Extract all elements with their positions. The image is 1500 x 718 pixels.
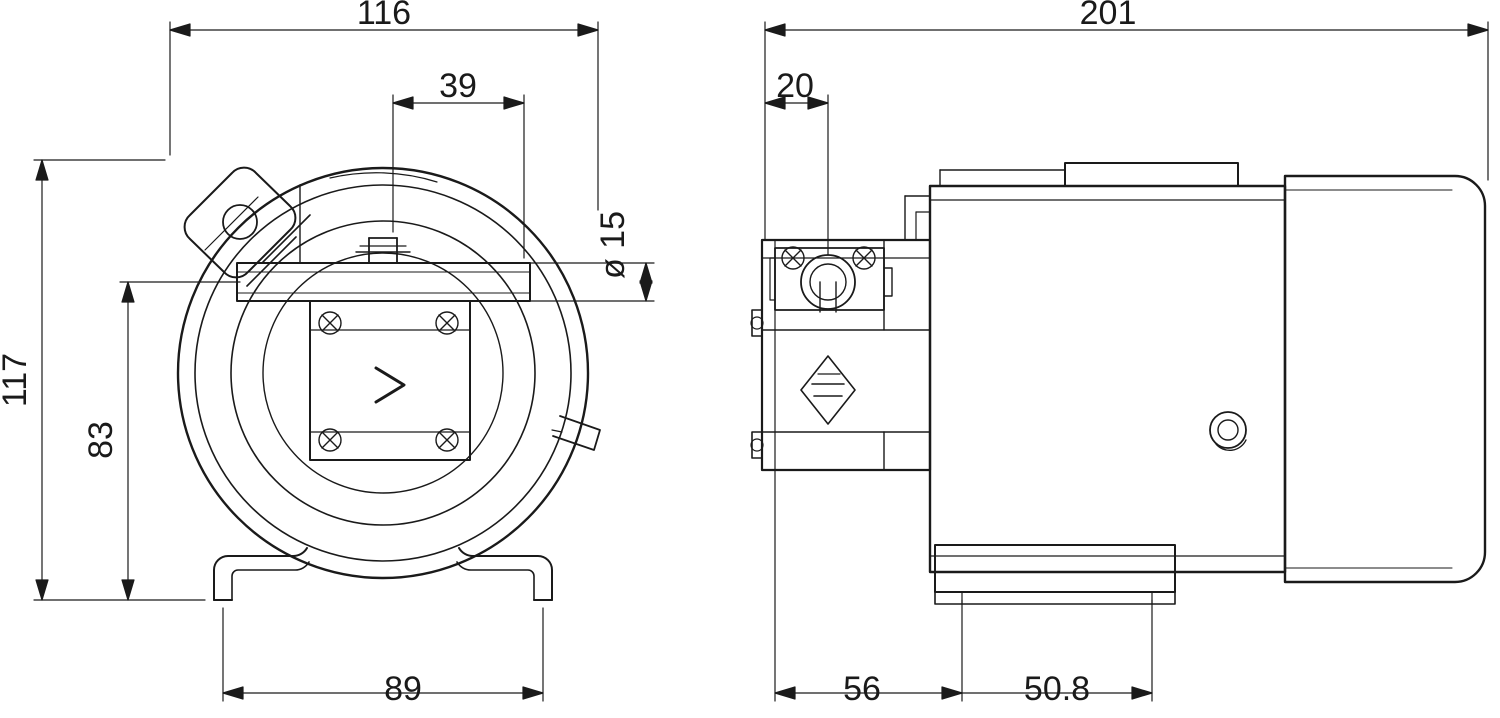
dimension-label-foot-hole-spacing: 50.8 — [1024, 670, 1090, 708]
dimension-label-cover-offset: 20 — [776, 67, 814, 105]
dimension-label-foot-mounting-width: 89 — [384, 670, 422, 708]
dimension-label-overall-width: 116 — [357, 0, 411, 32]
dimension-label-port-spacing: 39 — [439, 67, 477, 105]
dimension-lines — [33, 21, 1489, 702]
side-view-geometry — [750, 162, 1487, 605]
front-view-geometry — [176, 166, 601, 601]
dimension-label-pump-body-length: 56 — [843, 670, 881, 708]
dimension-label-overall-height: 117 — [0, 353, 34, 407]
dimension-label-shaft-diameter: ø 15 — [594, 211, 632, 279]
dimension-labels: 116 39 ø 15 117 83 89 201 20 56 50.8 — [0, 0, 1136, 708]
dimension-label-overall-length: 201 — [1080, 0, 1137, 32]
dimension-label-axis-height: 83 — [82, 421, 120, 459]
